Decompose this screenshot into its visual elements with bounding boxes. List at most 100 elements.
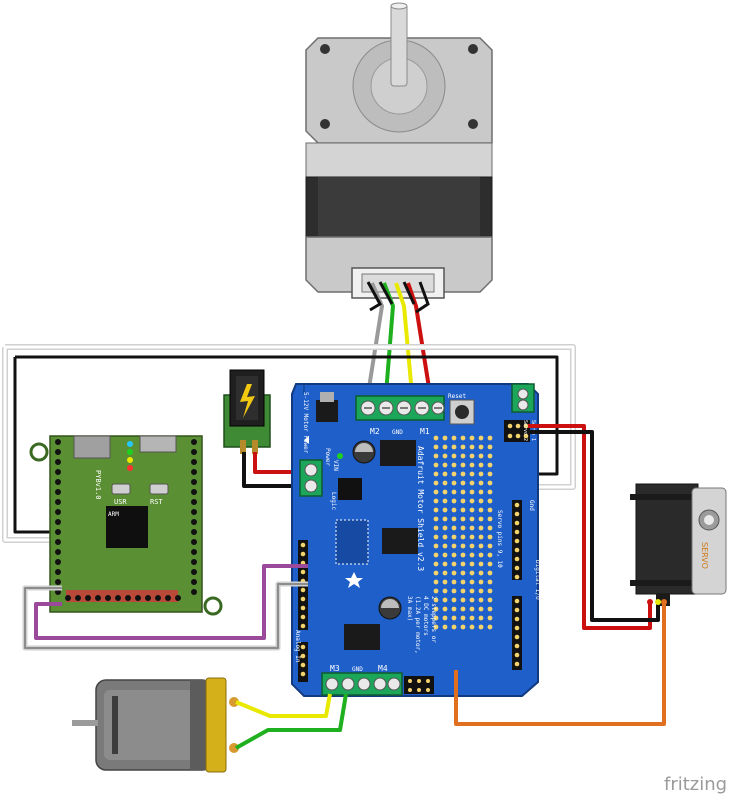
pad-dot [433, 471, 439, 477]
loop-wires [2, 344, 576, 543]
pad-dot [514, 574, 520, 580]
pad-dot [469, 597, 475, 603]
pad-dot [487, 489, 493, 495]
servo-tip-dots [647, 599, 667, 605]
pyboard-pin-label: GND [164, 621, 173, 627]
pad-dot [433, 489, 439, 495]
pad-dot [125, 595, 131, 601]
pyboard-pin-label: X24 [150, 621, 159, 627]
label-gnd-bottom: GND [352, 666, 363, 673]
pad-dot [175, 595, 181, 601]
pad-dot [451, 480, 457, 486]
pad-dot [55, 579, 61, 585]
pad-dot [451, 444, 457, 450]
pad-dot [487, 444, 493, 450]
pad-dot [478, 498, 484, 504]
pad-dot [433, 615, 439, 621]
pad-dot [191, 579, 197, 585]
pad-dot [191, 519, 197, 525]
pad-dot [55, 479, 61, 485]
pad-dot [55, 529, 61, 535]
lightning-icon [240, 384, 255, 418]
pad-dot [469, 444, 475, 450]
pad-dot [469, 525, 475, 531]
pad-dot [478, 543, 484, 549]
pad-dot [442, 579, 448, 585]
pad-dot [514, 547, 520, 553]
label-m2: M2 [370, 427, 380, 436]
pad-dot [460, 498, 466, 504]
pad-dot [433, 507, 439, 513]
star-icon [345, 572, 363, 588]
pad-dot [300, 542, 306, 548]
stepper-wire-caps [366, 281, 430, 314]
pad-dot [487, 525, 493, 531]
pad-dot [478, 516, 484, 522]
pad-dot [451, 435, 457, 441]
pad-dot [469, 480, 475, 486]
pad-dot [487, 570, 493, 576]
pad-dot [514, 520, 520, 526]
pad-dot [460, 435, 466, 441]
pad-dot [478, 570, 484, 576]
pad-dot [514, 538, 520, 544]
pad-dot [300, 569, 306, 575]
label-desc-3: (1.2A per motor, [414, 596, 421, 654]
label-desc-1: 2 steppers or [430, 596, 437, 643]
label-motor-power: 5-12V Motor Power [302, 392, 309, 454]
pad-dot [135, 595, 141, 601]
pad-dot [191, 479, 197, 485]
pad-dot [442, 588, 448, 594]
pad-dot [487, 471, 493, 477]
pad-dot [433, 462, 439, 468]
pad-dot [191, 549, 197, 555]
label-m3: M3 [330, 664, 340, 673]
pad-dot [469, 543, 475, 549]
label-desc-4: 3A max) [406, 596, 413, 621]
label-gnd-top: GND [392, 429, 403, 436]
pad-dot [451, 624, 457, 630]
pad-dot [487, 597, 493, 603]
pad-dot [469, 435, 475, 441]
pyboard-pin-label: X19 [80, 621, 89, 627]
pad-dot [478, 444, 484, 450]
pad-dot [433, 498, 439, 504]
pad-dot [300, 605, 306, 611]
pad-dot [460, 489, 466, 495]
interconnect-wires [22, 564, 308, 651]
pad-dot [469, 462, 475, 468]
pad-dot [469, 588, 475, 594]
pad-dot [469, 579, 475, 585]
pad-dot [451, 516, 457, 522]
pad-dot [433, 606, 439, 612]
pad-dot [469, 471, 475, 477]
pad-dot [433, 543, 439, 549]
pad-dot [191, 459, 197, 465]
label-servo-pins: Servo pins 9, 10 [496, 510, 503, 568]
pad-dot [55, 569, 61, 575]
fritzing-watermark: fritzing [664, 774, 727, 795]
pad-dot [55, 449, 61, 455]
pad-dot [191, 469, 197, 475]
stepper-wires [366, 282, 432, 395]
pad-dot [433, 534, 439, 540]
pad-dot [300, 596, 306, 602]
servo-motor: SERVO [630, 483, 727, 606]
pad-dot [65, 595, 71, 601]
label-m1: M1 [420, 427, 430, 436]
pad-dot [433, 570, 439, 576]
pad-dot [300, 614, 306, 620]
pad-dot [469, 516, 475, 522]
label-digital: Digital I/O [534, 560, 541, 600]
pad-dot [487, 435, 493, 441]
label-pyboard-name: PYBv1.0 [94, 470, 102, 500]
pad-dot [514, 643, 520, 649]
pad-dot [487, 543, 493, 549]
dc-motor-wires [235, 693, 348, 750]
pad-dot [487, 606, 493, 612]
stepper-motor [305, 2, 493, 299]
label-arm: ARM [108, 511, 119, 518]
pad-dot [442, 606, 448, 612]
pad-dot [442, 489, 448, 495]
